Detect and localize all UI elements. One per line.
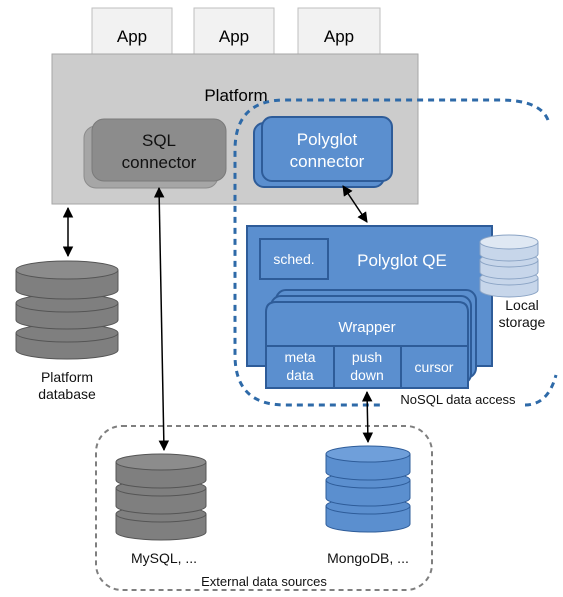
mysql-label: MySQL, ... (131, 550, 197, 566)
polyglot-connector: Polyglot connector (253, 116, 393, 188)
arrow-sql-connector-to-mysql (153, 186, 170, 452)
external-sources-label: External data sources (201, 574, 327, 589)
app-label-2: App (219, 27, 249, 46)
sql-connector: SQL connector (83, 118, 227, 189)
app-box-3: App (297, 7, 381, 63)
scheduler-box: sched. (259, 238, 329, 280)
external-sources-outline (95, 425, 433, 591)
meta-data-line1: meta (284, 349, 315, 365)
wrapper-box: Wrapper meta data push down cursor (265, 301, 469, 389)
local-storage-line2: storage (499, 314, 546, 330)
arrow-wrapper-to-mongodb (361, 390, 374, 444)
polyglot-qe-title: Polyglot QE (357, 251, 447, 270)
scheduler-label: sched. (273, 251, 314, 267)
local-storage-line1: Local (505, 297, 538, 313)
platform-database-line1: Platform (41, 369, 93, 385)
mongodb-label: MongoDB, ... (327, 550, 409, 566)
push-down-line2: down (350, 367, 383, 383)
polyglot-connector-line2: connector (290, 152, 365, 171)
platform-database-icon (15, 260, 119, 360)
local-storage-icon (479, 234, 539, 298)
push-down-line1: push (352, 349, 382, 365)
nosql-region-label: NoSQL data access (400, 392, 516, 407)
platform-database-line2: database (38, 386, 96, 402)
app-label-3: App (324, 27, 354, 46)
mysql-database-icon (115, 453, 207, 541)
meta-data-line2: data (286, 367, 313, 383)
wrapper-label: Wrapper (338, 319, 395, 336)
mongodb-database-icon (325, 445, 411, 533)
sql-connector-line1: SQL (142, 131, 176, 150)
app-box-1: App (91, 7, 173, 63)
arrow-polyglot-connector-to-qe (342, 185, 368, 223)
platform-title: Platform (204, 86, 267, 105)
polyglot-connector-line1: Polyglot (297, 130, 358, 149)
sql-connector-line2: connector (122, 153, 197, 172)
polyglot-qe: Polyglot QE sched. Wrapper meta data pus… (246, 225, 493, 389)
nosql-region-outline (233, 98, 558, 407)
cursor-label: cursor (415, 359, 454, 375)
app-label-1: App (117, 27, 147, 46)
